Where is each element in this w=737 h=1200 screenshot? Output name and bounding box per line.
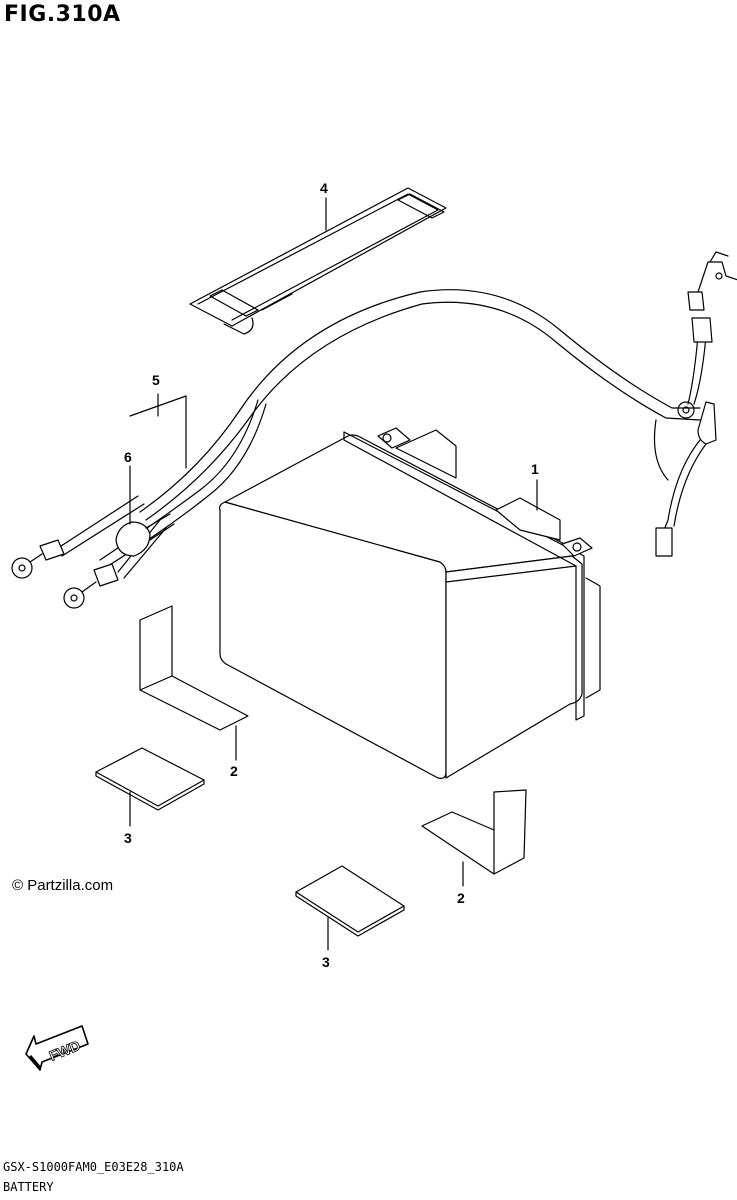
battery-cable-part[interactable] <box>11 251 737 609</box>
callout-cap: 6 <box>124 449 132 525</box>
callout-label-cap: 6 <box>124 449 132 465</box>
section-name: BATTERY <box>3 1180 54 1194</box>
pad-left-part[interactable] <box>95 747 205 811</box>
callout-label-band: 4 <box>320 180 328 196</box>
copyright-notice: © Partzilla.com <box>12 877 114 894</box>
model-code: GSX-S1000FAM0_E03E28_310A <box>3 1160 184 1174</box>
callout-pad-left: 3 <box>124 791 132 846</box>
figure-title: FIG.310A <box>4 2 121 27</box>
spacer-left-part[interactable] <box>139 605 249 731</box>
callout-cable: 5 <box>129 372 187 469</box>
callout-label-spacer-left: 2 <box>230 763 238 779</box>
callout-spacer-left: 2 <box>230 725 238 779</box>
callout-battery: 1 <box>531 461 539 511</box>
callout-label-spacer-right: 2 <box>457 890 465 906</box>
pad-bottom-part[interactable] <box>295 865 405 937</box>
callout-label-cable: 5 <box>152 372 160 388</box>
callout-label-pad-left: 3 <box>124 830 132 846</box>
callout-label-pad-bottom: 3 <box>322 954 330 970</box>
callout-label-battery: 1 <box>531 461 539 477</box>
battery-part[interactable] <box>218 427 601 779</box>
battery-band-part[interactable] <box>189 187 447 335</box>
callout-band: 4 <box>320 180 328 231</box>
callout-pad-bottom: 3 <box>322 917 330 970</box>
callout-spacer-right: 2 <box>457 861 465 906</box>
fwd-arrow-icon: FWD <box>25 1025 89 1071</box>
spacer-right-part[interactable] <box>421 789 527 875</box>
terminal-cap-part[interactable] <box>115 513 175 557</box>
